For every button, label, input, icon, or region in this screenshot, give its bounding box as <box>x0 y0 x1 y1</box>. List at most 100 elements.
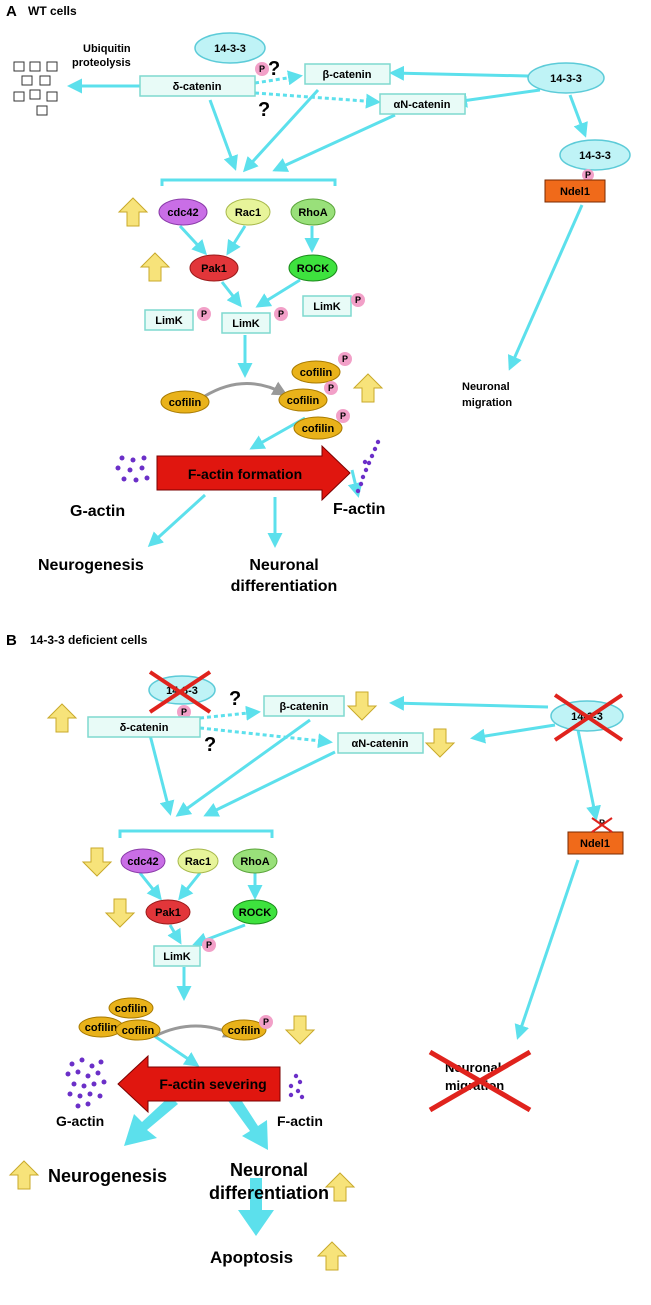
pak1-oval-a <box>189 254 239 282</box>
phospho-label: P <box>328 383 334 393</box>
neuronal-diff-label-b-2: differentiation <box>209 1183 329 1203</box>
delta-catenin-label-b: δ-catenin <box>120 722 169 734</box>
delta-catenin-box-a <box>139 75 256 97</box>
beta-catenin-label-a: β-catenin <box>323 69 372 81</box>
beta-catenin-box-a <box>304 63 391 85</box>
increase-arrow-icon <box>9 1160 39 1190</box>
limk-label: LimK <box>163 951 191 963</box>
cofilin-oval <box>221 1019 267 1041</box>
neuronal-diff-label-b: Neuronal <box>230 1160 308 1180</box>
cdc42-label-b: cdc42 <box>127 856 158 868</box>
phospho-label: P <box>263 1017 269 1027</box>
phospho-label: P <box>181 707 187 717</box>
ndel1-label-a: Ndel1 <box>560 186 590 198</box>
neuronal-migration-label-a-2: migration <box>462 397 512 409</box>
phospho-dot <box>202 938 216 952</box>
question-mark: ? <box>268 58 280 80</box>
question-mark: ? <box>204 734 216 756</box>
decrease-arrow-icon <box>105 898 135 928</box>
increase-arrow-icon <box>353 373 383 403</box>
increase-arrow-icon <box>47 703 77 733</box>
protein-1433-delta-a <box>194 32 266 64</box>
f-actin-label-b: F-actin <box>277 1113 323 1129</box>
cofilin-label: cofilin <box>228 1025 261 1037</box>
panel-b-arrows <box>118 695 601 1067</box>
rock-oval-b <box>232 899 278 925</box>
phospho-label: P <box>340 411 346 421</box>
phospho-label: P <box>201 309 207 319</box>
g-actin-label-a: G-actin <box>70 503 125 520</box>
f-actin-severing-label: F-actin severing <box>159 1076 266 1092</box>
g-actin-label-b: G-actin <box>56 1113 104 1129</box>
rhoa-label-a: RhoA <box>298 207 327 219</box>
cofilin-oval <box>291 360 341 384</box>
cdc42-label-a: cdc42 <box>167 207 198 219</box>
neuronal-diff-label-a: Neuronal <box>249 557 318 574</box>
rock-oval-a <box>288 254 338 282</box>
phospho-dot <box>274 307 288 321</box>
panel-b-title: 14-3-3 deficient cells <box>30 633 148 647</box>
phospho-dot <box>336 409 350 423</box>
rac1-oval-a <box>225 198 271 226</box>
cofilin-oval <box>278 388 328 412</box>
proteolysis-label: proteolysis <box>72 57 131 69</box>
phospho-dot <box>255 62 269 76</box>
ubiquitin-fragments-icon <box>13 61 58 116</box>
cdc42-oval-b <box>120 848 166 874</box>
rhoa-oval-a <box>290 198 336 226</box>
phospho-label: P <box>599 818 605 828</box>
limk-box-a-3 <box>302 295 352 317</box>
decrease-arrow-icon <box>425 728 455 758</box>
limk-box-a-1 <box>144 309 194 331</box>
rock-label-b: ROCK <box>239 907 271 919</box>
phospho-label: P <box>259 64 265 74</box>
phospho-label: P <box>355 295 361 305</box>
question-mark: ? <box>258 99 270 121</box>
cdc42-oval-a <box>158 198 208 226</box>
limk-box-b <box>153 945 201 967</box>
phospho-dot <box>351 293 365 307</box>
rhoa-oval-b <box>232 848 278 874</box>
deletion-cross-icon <box>428 1049 532 1113</box>
cofilin-label: cofilin <box>300 367 333 379</box>
apoptosis-label-b: Apoptosis <box>210 1248 293 1267</box>
phospho-dot <box>324 381 338 395</box>
cofilin-cycle-arrow <box>204 381 288 398</box>
ubiquitin-label: Ubiquitin <box>83 43 131 55</box>
limk-label: LimK <box>232 318 260 330</box>
phospho-dot <box>177 705 191 719</box>
cofilin-oval <box>115 1019 161 1041</box>
f-actin-formation-arrow <box>156 444 351 502</box>
f-actin-dots-icon <box>355 439 381 494</box>
rac1-oval-b <box>177 848 219 874</box>
pak1-oval-b <box>145 899 191 925</box>
increase-arrow-icon <box>317 1241 347 1271</box>
phospho-dot <box>197 307 211 321</box>
alphaN-catenin-box-b <box>337 732 424 754</box>
cofilin-oval <box>108 997 154 1019</box>
ndel1-label-b: Ndel1 <box>580 838 610 850</box>
rhoa-label-b: RhoA <box>240 856 269 868</box>
pak1-label-b: Pak1 <box>155 907 181 919</box>
ndel1-box-b <box>567 831 624 855</box>
beta-catenin-box-b <box>263 695 345 717</box>
neuronal-diff-label-a-2: differentiation <box>231 578 338 595</box>
protein-1433-right-a <box>527 62 605 94</box>
phospho-label: P <box>342 354 348 364</box>
cofilin-label: cofilin <box>169 397 202 409</box>
f-actin-formation-label: F-actin formation <box>188 466 302 482</box>
cofilin-label: cofilin <box>115 1003 148 1015</box>
cofilin-oval <box>293 416 343 440</box>
rac1-label-b: Rac1 <box>185 856 211 868</box>
cofilin-label: cofilin <box>287 395 320 407</box>
neurogenesis-label-a: Neurogenesis <box>38 557 144 574</box>
increase-arrow-icon <box>118 197 148 227</box>
increase-arrow-icon <box>325 1172 355 1202</box>
increase-arrow-icon <box>140 252 170 282</box>
phospho-label: P <box>585 170 591 180</box>
protein-1433-right-a-label: 14-3-3 <box>550 73 582 85</box>
panel-a-letter: A <box>6 3 17 20</box>
phospho-label: P <box>278 309 284 319</box>
